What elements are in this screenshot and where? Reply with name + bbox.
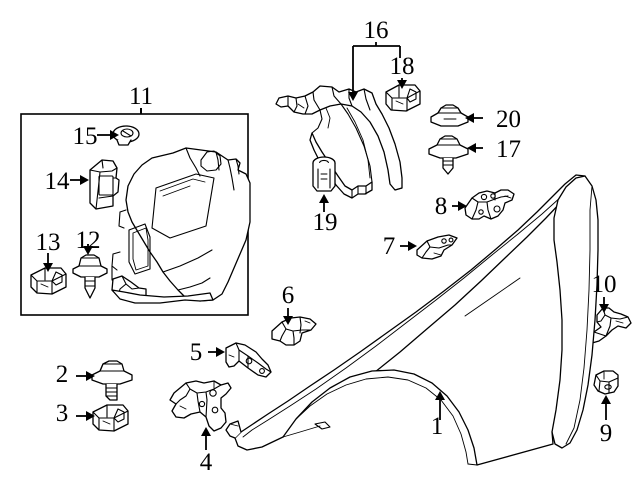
part-rubber-bushing-grommet xyxy=(312,156,336,192)
callout-number-3: 3 xyxy=(56,400,69,427)
leader-19 xyxy=(319,194,329,212)
callout-number-19: 19 xyxy=(313,209,338,236)
leader-12 xyxy=(83,244,93,255)
callout-number-8: 8 xyxy=(435,193,448,220)
leader-2 xyxy=(76,371,95,381)
leader-1 xyxy=(435,391,445,420)
callout-number-12: 12 xyxy=(76,227,101,254)
part-fender-hinge-bracket xyxy=(464,189,515,220)
leader-14 xyxy=(70,175,89,185)
part-lower-fender-mount-bracket xyxy=(169,380,232,432)
callout-number-20: 20 xyxy=(496,106,521,133)
callout-number-14: 14 xyxy=(45,168,71,195)
leader-8 xyxy=(452,201,467,211)
callout-number-13: 13 xyxy=(36,229,61,256)
callout-number-9: 9 xyxy=(600,420,613,447)
part-push-pin-retainer xyxy=(72,254,108,299)
callout-number-7: 7 xyxy=(383,233,396,260)
callout-number-15: 15 xyxy=(73,123,98,150)
part-rear-fender-bracket xyxy=(588,307,632,344)
callout-number-18: 18 xyxy=(390,53,415,80)
leader-16 xyxy=(348,42,401,101)
part-inner-fender-liner-assembly xyxy=(111,147,251,304)
callout-number-16: 16 xyxy=(364,17,389,44)
leader-4 xyxy=(201,427,211,450)
part-upper-fender-bracket xyxy=(271,316,317,346)
callout-number-4: 4 xyxy=(200,449,213,476)
callout-number-11: 11 xyxy=(129,83,153,110)
part-shield-retainer-clip xyxy=(385,84,421,112)
part-liner-insulation-pad xyxy=(89,159,120,210)
callout-number-1: 1 xyxy=(431,413,444,440)
part-flange-nut xyxy=(430,104,469,127)
part-front-fender-panel xyxy=(225,174,599,466)
leader-3 xyxy=(76,411,95,421)
leader-13 xyxy=(43,253,53,272)
part-fender-reinforcement-plate xyxy=(416,234,458,260)
part-expansion-clip-nut xyxy=(30,267,67,295)
part-rear-fender-mount-tab xyxy=(593,370,619,395)
part-fender-support-bracket xyxy=(225,342,272,378)
part-sheet-metal-clip-nut xyxy=(92,404,129,432)
callout-number-10: 10 xyxy=(592,271,617,298)
leader-5 xyxy=(208,347,225,357)
part-hex-head-body-screw xyxy=(91,360,133,401)
callout-number-6: 6 xyxy=(282,282,295,309)
callout-number-5: 5 xyxy=(190,339,203,366)
leader-9 xyxy=(601,395,611,420)
leader-17 xyxy=(467,143,483,153)
callout-number-2: 2 xyxy=(56,361,69,388)
leader-7 xyxy=(400,241,417,251)
leader-6 xyxy=(283,308,293,325)
leader-20 xyxy=(465,113,483,123)
leader-15 xyxy=(97,130,119,140)
part-wheelhouse-splash-shield xyxy=(275,85,403,199)
leader-10 xyxy=(599,297,609,313)
leader-18 xyxy=(397,78,407,89)
part-flanged-head-screw xyxy=(428,135,469,175)
callout-number-17: 17 xyxy=(496,136,521,163)
